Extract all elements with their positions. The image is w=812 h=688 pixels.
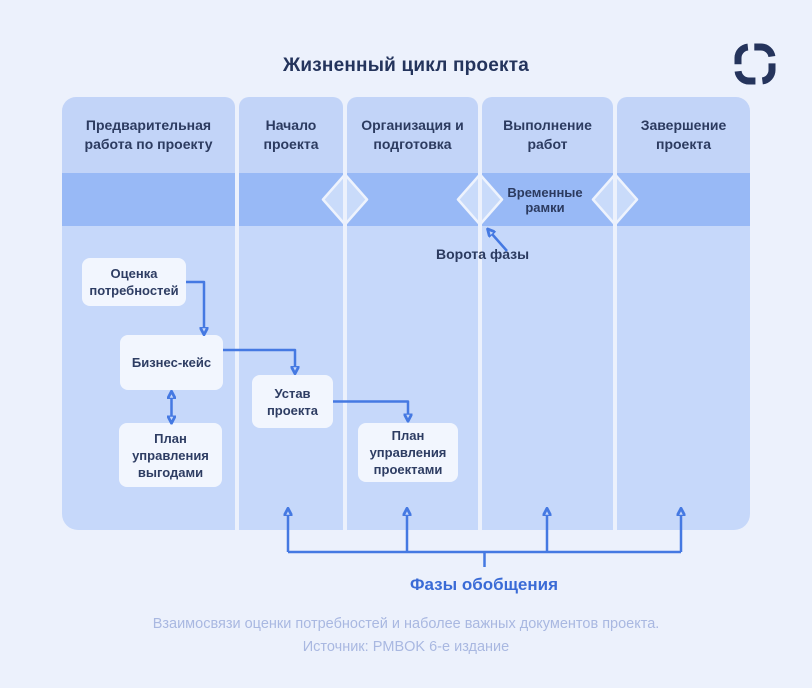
- timeline-band: Временные рамки: [62, 173, 750, 226]
- column-divider: [478, 226, 482, 530]
- caption-line-2: Источник: PMBOK 6-е издание: [302, 639, 510, 655]
- column-header-organization: Организация и подготовка: [347, 97, 478, 173]
- column-divider: [343, 173, 347, 226]
- flow-box-business-case: Бизнес-кейс: [120, 335, 223, 390]
- column-headers: Предварительная работа по проекту Начало…: [62, 97, 750, 173]
- caption: Взаимосвязи оценки потребностей и наболе…: [0, 613, 812, 659]
- column-divider: [235, 226, 239, 530]
- lifecycle-table: Предварительная работа по проекту Начало…: [62, 97, 750, 530]
- phases-label: Фазы обобщения: [409, 575, 559, 594]
- column-header-execution: Выполнение работ: [482, 97, 613, 173]
- column-header-closing: Завершение проекта: [617, 97, 750, 173]
- flow-box-needs-assessment: Оценка потребностей: [82, 258, 186, 306]
- column-header-start: Начало проекта: [239, 97, 343, 173]
- column-divider: [343, 226, 347, 530]
- column-divider: [235, 173, 239, 226]
- column-header-preliminary: Предварительная работа по проекту: [62, 97, 235, 173]
- phase-gate-label: Ворота фазы: [436, 246, 530, 262]
- column-divider: [613, 226, 617, 530]
- flow-box-project-charter: Устав проекта: [252, 375, 333, 428]
- caption-line-1: Взаимосвязи оценки потребностей и наболе…: [152, 616, 660, 632]
- column-divider: [478, 173, 482, 226]
- table-body: Ворота фазы Оценка потребностей Бизнес-к…: [62, 226, 750, 530]
- flow-box-benefits-plan: План управления выгодами: [119, 423, 222, 487]
- column-divider: [613, 173, 617, 226]
- page-title: Жизненный цикл проекта: [283, 55, 529, 76]
- timeline-label: Временные рамки: [507, 184, 583, 215]
- flow-box-project-management-plan: План управления проектами: [358, 423, 458, 482]
- brand-logo-icon: [733, 42, 777, 86]
